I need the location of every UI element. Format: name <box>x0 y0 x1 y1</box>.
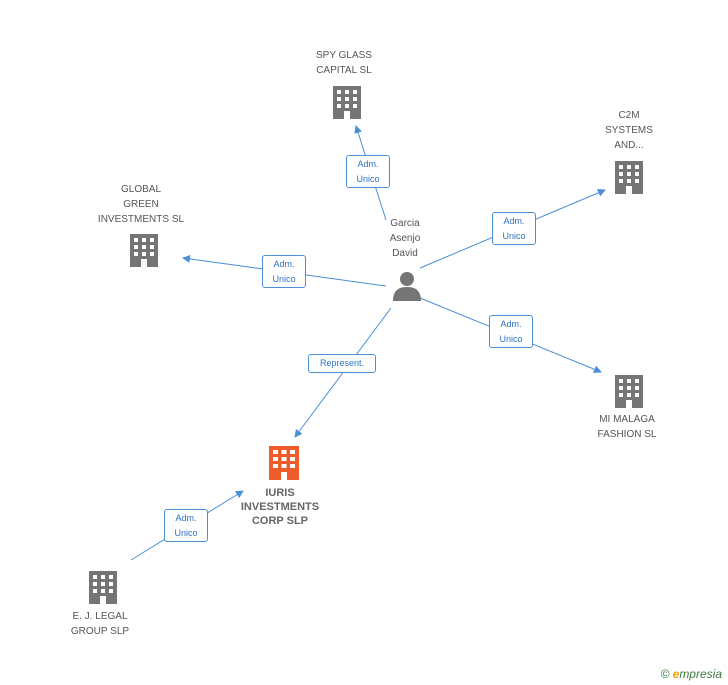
company-label-iuris[interactable]: IURIS INVESTMENTS CORP SLP <box>240 487 320 527</box>
edge-label-adm-unico: Adm. Unico <box>164 509 208 542</box>
building-icon-main <box>269 446 299 480</box>
company-label-global-green[interactable]: GLOBAL GREEN INVESTMENTS SL <box>97 184 185 225</box>
footer-brand: ©empresia <box>661 667 722 681</box>
building-icon <box>333 86 361 119</box>
brand-name: mpresia <box>679 667 722 681</box>
building-icon <box>89 571 117 604</box>
brand-logo-initial: e <box>672 667 680 681</box>
person-label[interactable]: Garcia Asenjo David <box>389 218 421 259</box>
company-label-mi-malaga[interactable]: MI MALAGA FASHION SL <box>597 414 657 440</box>
building-icon <box>130 234 158 267</box>
person-icon <box>393 272 421 301</box>
copyright-symbol: © <box>660 667 670 681</box>
edge-label-adm-unico: Adm. Unico <box>346 155 390 188</box>
company-label-ej-legal[interactable]: E. J. LEGAL GROUP SLP <box>70 611 130 637</box>
building-icon <box>615 375 643 408</box>
company-label-spy-glass[interactable]: SPY GLASS CAPITAL SL <box>316 50 372 76</box>
edge-label-adm-unico: Adm. Unico <box>489 315 533 348</box>
edge-label-represent: Represent. <box>308 354 376 373</box>
edge-label-adm-unico: Adm. Unico <box>262 255 306 288</box>
building-icon <box>615 161 643 194</box>
edges <box>130 125 606 561</box>
company-label-c2m[interactable]: C2M SYSTEMS AND... <box>605 110 653 151</box>
edge-label-adm-unico: Adm. Unico <box>492 212 536 245</box>
